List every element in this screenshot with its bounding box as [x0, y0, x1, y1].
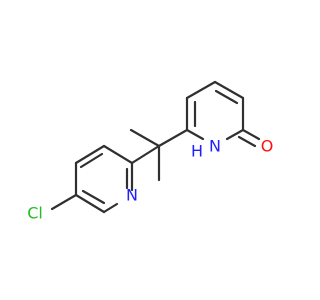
- atom-nitrogen-pyridine-label: N: [126, 186, 138, 205]
- atom-chlorine-label: Cl: [27, 204, 43, 223]
- bond-c5-c6-double: [81, 189, 106, 205]
- bond-c2-c3: [102, 144, 134, 165]
- bond-c5p-c4p: [185, 80, 217, 100]
- bond-c6-n1: [102, 202, 119, 214]
- bond-n1p-c6p: [185, 128, 205, 141]
- bond-c3-c4-double: [79, 152, 104, 169]
- atom-hydrogen-nh-label: H: [191, 142, 203, 161]
- atom-nitrogen-nh-label: N: [209, 137, 221, 156]
- molecule-canvas: Cl N N H O: [27, 80, 274, 223]
- bond-c4p-c3p: [213, 80, 245, 100]
- bond-c2p-o-2: [237, 135, 257, 148]
- bond-c2p-n1p: [225, 128, 245, 141]
- bond-c5-cl: [50, 193, 78, 211]
- bond-c4p-c3p-double: [214, 89, 239, 105]
- bond-cq-methyl-left: [129, 128, 161, 148]
- structure-diagram: Cl N N H O: [27, 80, 274, 223]
- bond-c5-c6: [74, 193, 106, 214]
- bond-c3-c4: [74, 144, 106, 165]
- bond-cq-c6prime: [157, 128, 189, 148]
- bond-c2p-o-1: [241, 128, 261, 141]
- bond-c2-cq: [130, 144, 161, 165]
- atom-oxygen-label: O: [261, 137, 274, 156]
